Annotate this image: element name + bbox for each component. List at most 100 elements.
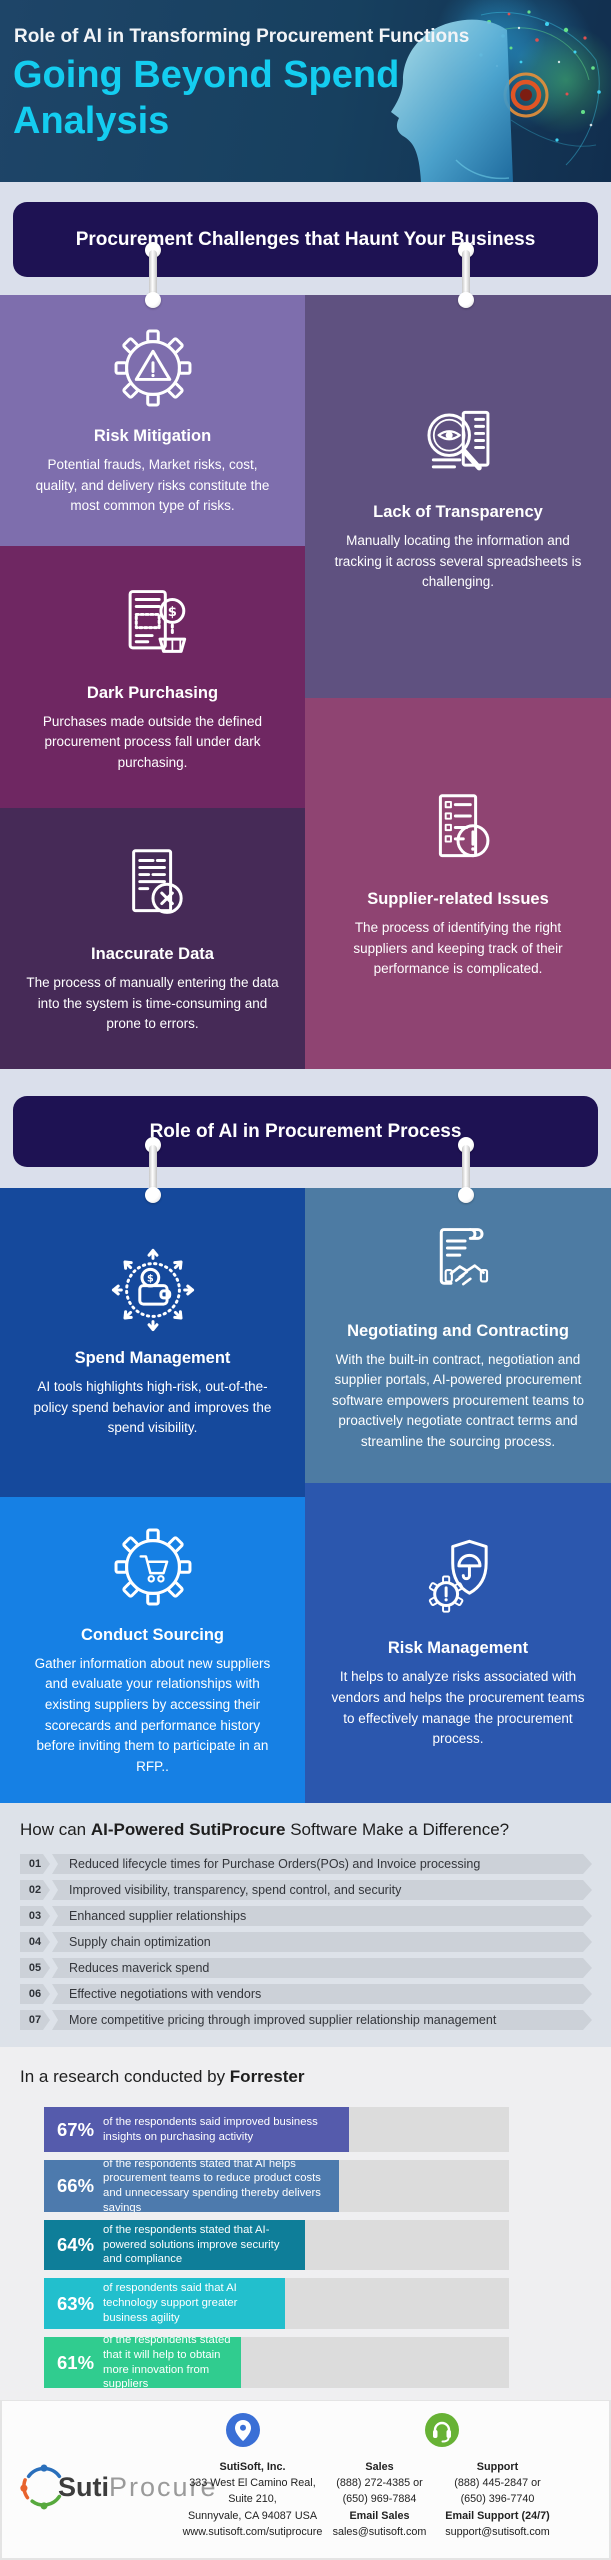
stat-percent: 66% [57,2175,95,2196]
stat-bar-fill: 63% of respondents said that AI technolog… [44,2278,285,2329]
card-lack-of-transparency: Lack of Transparency Manually locating t… [305,295,611,698]
ai-role-banner-label: Role of AI in Procurement Process [149,1120,462,1142]
stat-bar-fill: 64% of the respondents stated that AI-pow… [44,2220,306,2270]
card-title: Spend Management [74,1349,231,1368]
support-email-link[interactable]: support@sutisoft.com [445,2525,550,2538]
support-title: Support [476,2461,519,2473]
sales-title: Sales [365,2461,394,2473]
stat-bar-fill: 61%of the respondents stated that it wil… [44,2337,241,2388]
card-inaccurate-data: Inaccurate Data The process of manually … [0,808,305,1069]
ai-role-grid: $ Spend Management AI tools highlights h… [0,1188,611,1803]
stat-text: of the respondents stated that AI-powere… [103,2223,280,2266]
hanger-pin [145,242,161,308]
card-body: It helps to analyze risks associated wit… [331,1669,585,1747]
sales-phone: (888) 272-4385 or [336,2477,423,2490]
logo-text-suti: Suti [58,2471,109,2502]
item-number: 06 [20,1984,50,2004]
difference-heading: How can AI-Powered SutiProcure Software … [20,1820,510,1839]
item-number: 03 [20,1906,50,1926]
sales-email-label: Email Sales [349,2509,410,2522]
card-title: Dark Purchasing [86,683,219,702]
item-text: Improved visibility, transparency, spend… [52,1880,592,1900]
hanger-pin [458,1137,474,1203]
company-name: SutiSoft, Inc. [219,2461,286,2473]
address-line: Sunnyvale, CA 94087 USA [187,2509,318,2522]
stat-text: of the respondents stated that AI helps … [103,2160,321,2212]
stat-bar-row: 61%of the respondents stated that it wil… [44,2337,509,2388]
item-number: 01 [20,1854,50,1874]
card-body: AI tools highlights high-risk, out-of-th… [33,1379,272,1436]
support-phone: (888) 445-2847 or [454,2477,541,2490]
item-text: Reduces maverick spend [52,1958,592,1978]
stat-text: of respondents said that AI technology s… [103,2282,238,2324]
stat-text: of the respondents stated that it will h… [103,2337,231,2388]
card-body: Purchases made outside the defined procu… [42,713,263,770]
card-title: Risk Management [387,1639,529,1658]
sales-email-link[interactable]: sales@sutisoft.com [332,2525,427,2538]
card-title: Inaccurate Data [91,945,214,964]
card-title: Conduct Sourcing [81,1625,224,1644]
difference-section: How can AI-Powered SutiProcure Software … [0,1803,611,2047]
challenges-banner: Procurement Challenges that Haunt Your B… [13,202,598,277]
wallet-arrows-icon: $ [111,1249,194,1332]
svg-text:$: $ [146,1274,153,1285]
stat-bar-row: 64% of the respondents stated that AI-pow… [44,2220,509,2270]
item-text: Effective negotiations with vendors [52,1984,592,2004]
stat-bar-fill: 66% of the respondents stated that AI hel… [44,2160,340,2212]
item-number: 04 [20,1932,50,1952]
challenges-band: Procurement Challenges that Haunt Your B… [0,182,611,295]
stat-percent: 64% [57,2234,95,2255]
header-kicker: Role of AI in Transforming Procurement F… [14,26,470,47]
stat-bar-row: 63% of respondents said that AI technolog… [44,2278,509,2329]
card-dark-purchasing: $ Dark Purchasing Purchases made outside… [0,546,305,808]
stat-text: of the respondents said improved busines… [103,2115,318,2143]
website-link[interactable]: www.sutisoft.com/sutiprocure [182,2525,323,2538]
document-error-icon [131,849,183,915]
card-body: Manually locating the information and tr… [334,533,582,590]
magnifier-eye-icon [427,411,490,471]
card-conduct-sourcing: Conduct Sourcing Gather information abou… [0,1497,305,1803]
card-body: Potential frauds, Market risks, cost, qu… [35,457,270,514]
card-title: Supplier-related Issues [367,890,549,909]
card-spend-management: $ Spend Management AI tools highlights h… [0,1188,305,1497]
item-text: More competitive pricing through improve… [52,2010,592,2030]
stat-bar-chart: 67%of the respondents said improved busi… [44,2107,509,2388]
item-text: Supply chain optimization [52,1932,592,1952]
address-line: 333 West El Camino Real, [189,2477,316,2490]
item-text: Enhanced supplier relationships [52,1906,592,1926]
stat-percent: 63% [57,2292,95,2314]
sutiprocure-logo-emblem [20,2464,62,2510]
card-title: Risk Mitigation [93,427,212,446]
logo-text-procure: Procure [109,2471,218,2502]
hanger-pin [458,242,474,308]
address-line: Suite 210, [228,2493,277,2506]
item-number: 07 [20,2010,50,2030]
card-body: The process of manually entering the dat… [26,975,279,1032]
footer-sales: Sales (888) 272-4385 or (650) 969-7884 E… [322,2459,437,2540]
location-pin-icon [226,2413,260,2447]
invoice-dollar-icon: $ [128,589,186,653]
card-body: With the built-in contract, negotiation … [331,1351,585,1449]
card-title: Lack of Transparency [373,503,543,522]
card-body: The process of identifying the right sup… [353,920,563,977]
footer-support: Support (888) 445-2847 or (650) 396-7740… [430,2459,565,2540]
stat-bar-fill: 67%of the respondents said improved busi… [44,2107,349,2152]
card-risk-management: Risk Management It helps to analyze risk… [305,1483,611,1803]
card-risk-mitigation: Risk Mitigation Potential frauds, Market… [0,295,305,546]
support-email-label: Email Support (24/7) [445,2509,550,2522]
svg-text:$: $ [167,604,176,619]
footer-address: SutiSoft, Inc. 333 West El Camino Real, … [165,2459,340,2540]
shield-umbrella-icon [428,1540,488,1614]
checklist-warning-icon [438,794,490,858]
hanger-pin [145,1137,161,1203]
page-title: Going Beyond Spend Analysis [13,54,400,143]
item-number: 02 [20,1880,50,1900]
